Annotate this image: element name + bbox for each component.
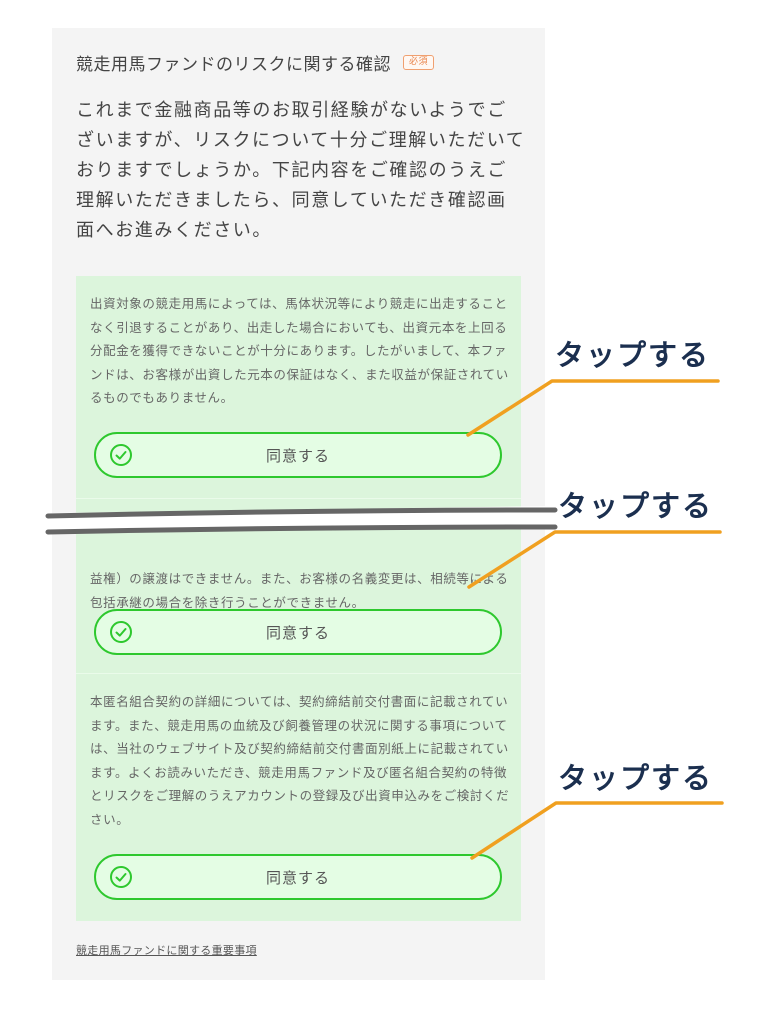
tap-callout-2: タップする	[558, 489, 714, 523]
risk-card-2: 益権）の譲渡はできません。また、お客様の名義変更は、相続等による包括承継の場合を…	[76, 498, 521, 673]
tap-callout-3: タップする	[558, 761, 714, 795]
required-badge: 必須	[403, 55, 435, 70]
section-header: 競走用馬ファンドのリスクに関する確認 必須	[76, 50, 435, 75]
agree-button-2[interactable]: 同意する	[94, 609, 502, 655]
agree-button-3[interactable]: 同意する	[94, 854, 502, 900]
intro-text: これまで金融商品等のお取引経験がないようでございますが、リスクについて十分ご理解…	[76, 100, 526, 241]
check-circle-icon	[110, 444, 132, 466]
agree-button-label: 同意する	[265, 623, 330, 642]
check-circle-icon	[110, 621, 132, 643]
important-matters-link[interactable]: 競走用馬ファンドに関する重要事項	[76, 944, 257, 957]
risk-card-text: 出資対象の競走用馬によっては、馬体状況等により競走に出走することなく引退すること…	[90, 296, 509, 405]
risk-card-3: 本匿名組合契約の詳細については、契約締結前交付書面に記載されています。また、競走…	[76, 673, 521, 921]
agree-button-label: 同意する	[265, 446, 330, 465]
risk-card-1: 出資対象の競走用馬によっては、馬体状況等により競走に出走することなく引退すること…	[76, 276, 521, 498]
risk-card-text: 益権）の譲渡はできません。また、お客様の名義変更は、相続等による包括承継の場合を…	[90, 571, 509, 610]
tap-callout-1: タップする	[555, 338, 711, 372]
risk-confirmation-panel: 競走用馬ファンドのリスクに関する確認 必須 これまで金融商品等のお取引経験がない…	[52, 28, 545, 980]
agree-button-1[interactable]: 同意する	[94, 432, 502, 478]
section-title: 競走用馬ファンドのリスクに関する確認	[76, 55, 391, 75]
risk-card-text: 本匿名組合契約の詳細については、契約締結前交付書面に記載されています。また、競走…	[90, 694, 510, 827]
check-circle-icon	[110, 866, 132, 888]
agree-button-label: 同意する	[265, 868, 330, 887]
